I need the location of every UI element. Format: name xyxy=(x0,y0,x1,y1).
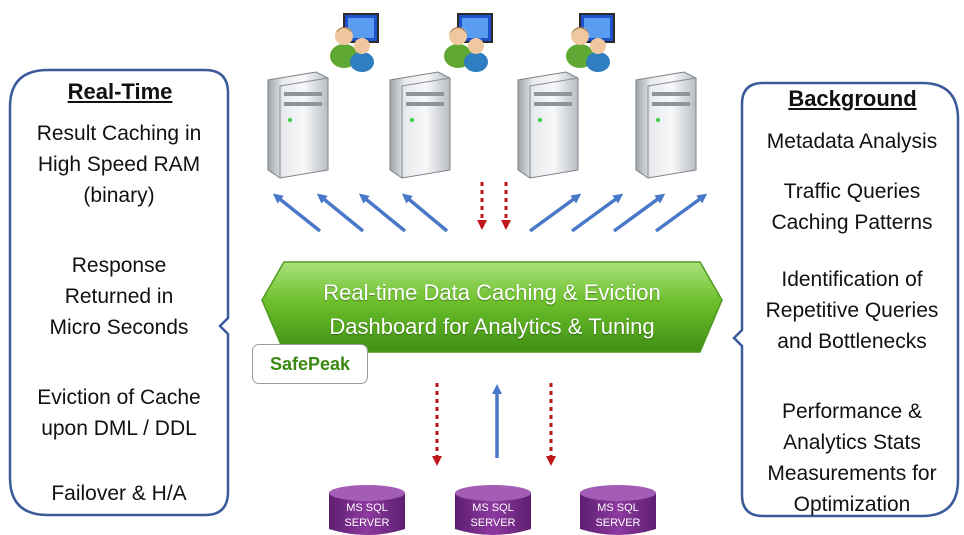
flow-arrow-up-left xyxy=(316,193,365,233)
user-workstation-icon xyxy=(566,13,615,72)
svg-text:MS SQL: MS SQL xyxy=(346,502,388,514)
left-panel-title: Real-Time xyxy=(67,79,173,104)
left-panel-border xyxy=(8,68,230,517)
server-tower-icon xyxy=(389,71,451,179)
safepeak-logo: SafePeak xyxy=(252,344,368,384)
left-panel-item: Response Returned in Micro Seconds xyxy=(49,254,189,339)
left-panel-item: Failover & H/A xyxy=(51,482,187,505)
left-panel-item: Eviction of Cache upon DML / DDL xyxy=(37,386,201,440)
flow-arrow-up-right xyxy=(570,193,624,233)
flow-arrow-up-left xyxy=(401,193,449,233)
svg-text:SERVER: SERVER xyxy=(595,517,640,529)
svg-text:SERVER: SERVER xyxy=(344,517,389,529)
hub-label: Real-time Data Caching & Eviction Dashbo… xyxy=(323,280,661,339)
right-panel-border xyxy=(732,81,960,518)
user-workstation-icon xyxy=(444,13,493,72)
server-tower-icon xyxy=(635,71,697,179)
server-tower-icon xyxy=(267,71,329,179)
right-panel-item: Performance & Analytics Stats Measuremen… xyxy=(767,400,937,516)
right-panel-item: Metadata Analysis xyxy=(766,130,938,153)
flow-arrow-up-left xyxy=(358,193,407,233)
right-panel-title: Background xyxy=(788,86,917,111)
svg-text:SERVER: SERVER xyxy=(470,517,515,529)
left-panel-item: Result Caching in High Speed RAM (binary… xyxy=(36,122,202,207)
svg-text:MS SQL: MS SQL xyxy=(597,502,639,514)
right-panel-item: Traffic Queries Caching Patterns xyxy=(771,180,933,234)
flow-arrow-up-left xyxy=(272,193,322,233)
flow-arrow-up-right xyxy=(654,193,708,233)
flow-arrow-up-right xyxy=(528,193,582,233)
caching-hub xyxy=(261,261,723,353)
database-cylinder-icon: MS SQL SERVER xyxy=(329,485,405,535)
user-workstation-icon xyxy=(330,13,379,72)
database-cylinder-icon: MS SQL SERVER xyxy=(455,485,531,535)
right-panel-item: Identification of Repetitive Queries and… xyxy=(765,268,939,353)
database-cylinder-icon: MS SQL SERVER xyxy=(580,485,656,535)
svg-text:MS SQL: MS SQL xyxy=(472,502,514,514)
flow-arrow-up-right xyxy=(612,193,666,233)
server-tower-icon xyxy=(517,71,579,179)
